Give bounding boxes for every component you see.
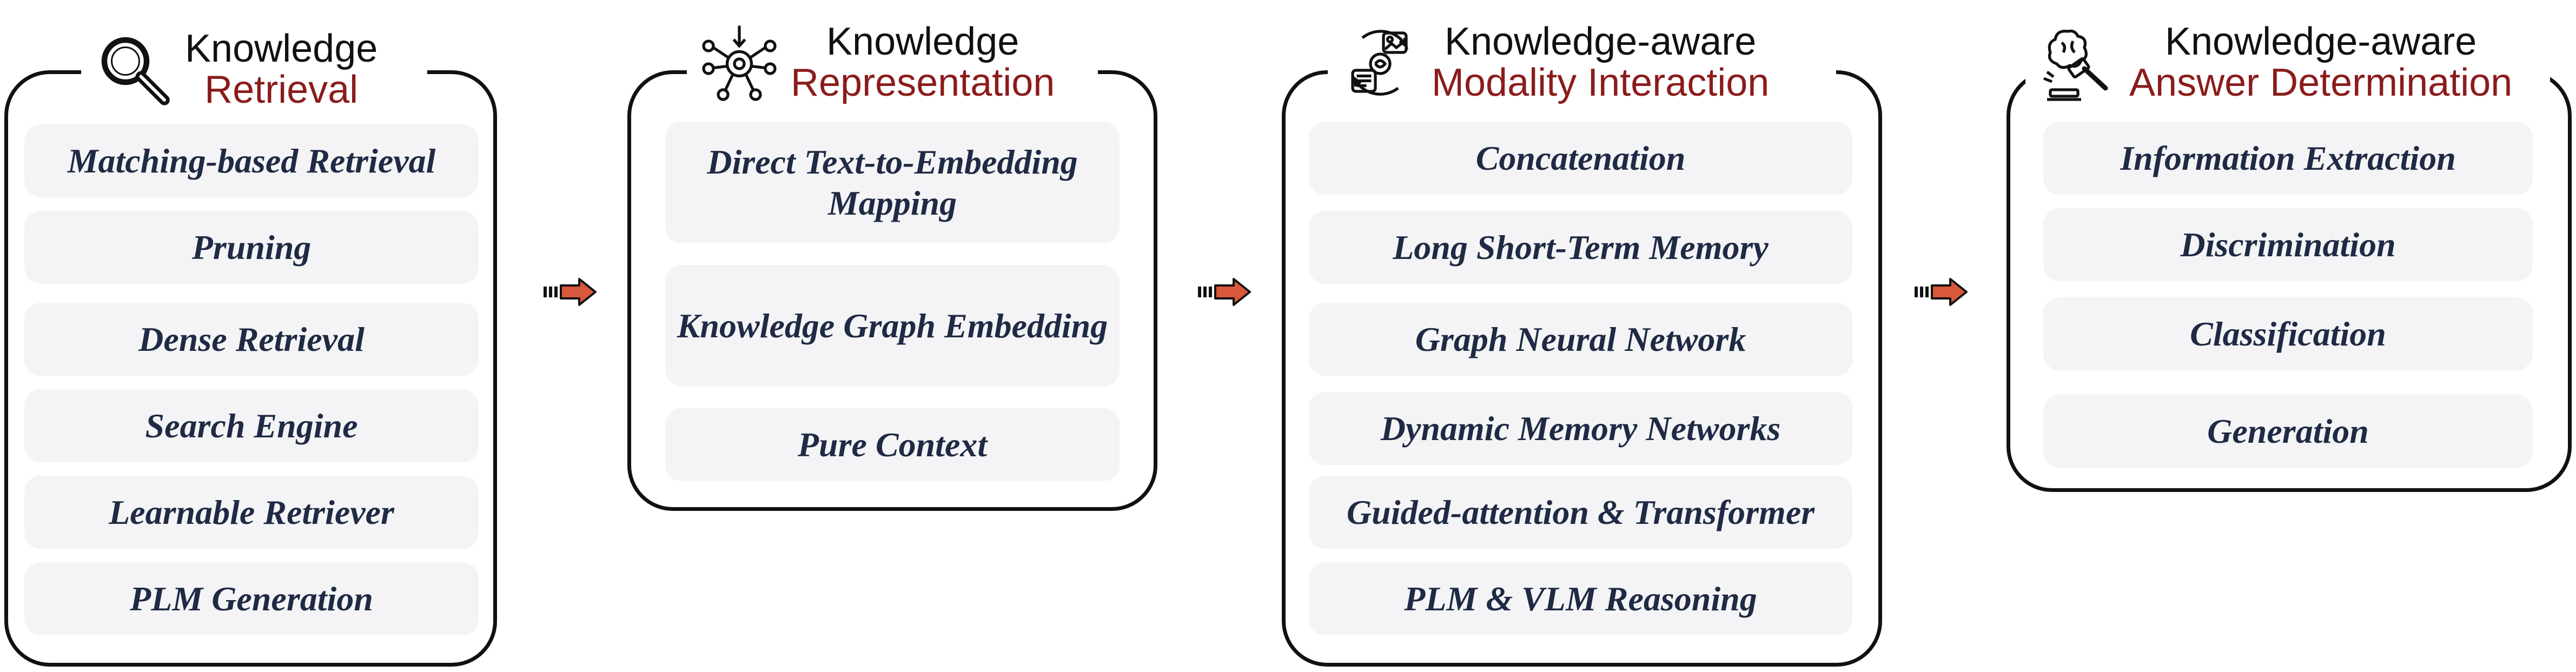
method-item: Discrimination xyxy=(2043,208,2533,281)
method-item: Knowledge Graph Embedding xyxy=(665,265,1120,387)
flow-arrow xyxy=(544,276,598,308)
method-item: Search Engine xyxy=(24,389,479,462)
method-item: Dense Retrieval xyxy=(24,303,479,376)
method-item: Learnable Retriever xyxy=(24,476,479,549)
stage-representation-title: Knowledge xyxy=(826,20,1019,63)
stage-representation-subtitle: Representation xyxy=(791,61,1055,104)
method-item: PLM Generation xyxy=(24,562,479,635)
method-item: Pure Context xyxy=(665,408,1120,481)
method-item: Direct Text-to-Embedding Mapping xyxy=(665,122,1120,243)
stage-answer-titles: Knowledge-aware Answer Determination xyxy=(2129,22,2512,102)
method-item: Generation xyxy=(2043,395,2533,468)
stage-retrieval-title: Knowledge xyxy=(185,26,378,70)
stage-interaction-title: Knowledge-aware xyxy=(1444,20,1757,63)
stage-answer-subtitle: Answer Determination xyxy=(2129,61,2513,104)
stage-answer-title: Knowledge-aware xyxy=(2164,20,2477,63)
brain-gavel-icon xyxy=(2037,22,2118,103)
flow-arrow xyxy=(1198,276,1252,308)
flow-arrow xyxy=(1915,276,1969,308)
stage-interaction-titles: Knowledge-aware Modality Interaction xyxy=(1432,22,1769,102)
stage-interaction-subtitle: Modality Interaction xyxy=(1432,61,1770,104)
magnifier-icon xyxy=(93,29,174,110)
network-gear-icon xyxy=(699,22,780,103)
method-item: Guided-attention & Transformer xyxy=(1309,476,1852,549)
method-item: Dynamic Memory Networks xyxy=(1309,392,1852,465)
method-item: Graph Neural Network xyxy=(1309,303,1852,376)
stage-interaction-header: Knowledge-aware Modality Interaction xyxy=(1328,8,1836,116)
stage-representation-titles: Knowledge Representation xyxy=(791,22,1055,102)
stage-answer-header: Knowledge-aware Answer Determination xyxy=(2025,8,2550,116)
method-item: PLM & VLM Reasoning xyxy=(1309,562,1852,635)
method-item: Matching-based Retrieval xyxy=(24,124,479,197)
method-item: Information Extraction xyxy=(2043,122,2533,195)
method-item: Classification xyxy=(2043,297,2533,370)
stage-retrieval-subtitle: Retrieval xyxy=(204,68,359,111)
method-item: Pruning xyxy=(24,211,479,284)
stage-representation-header: Knowledge Representation xyxy=(687,8,1098,116)
method-item: Concatenation xyxy=(1309,122,1852,195)
stage-retrieval-header: Knowledge Retrieval xyxy=(81,19,427,119)
method-item: Long Short-Term Memory xyxy=(1309,211,1852,284)
modality-cycle-icon xyxy=(1340,22,1421,103)
stage-retrieval-titles: Knowledge Retrieval xyxy=(185,29,378,109)
